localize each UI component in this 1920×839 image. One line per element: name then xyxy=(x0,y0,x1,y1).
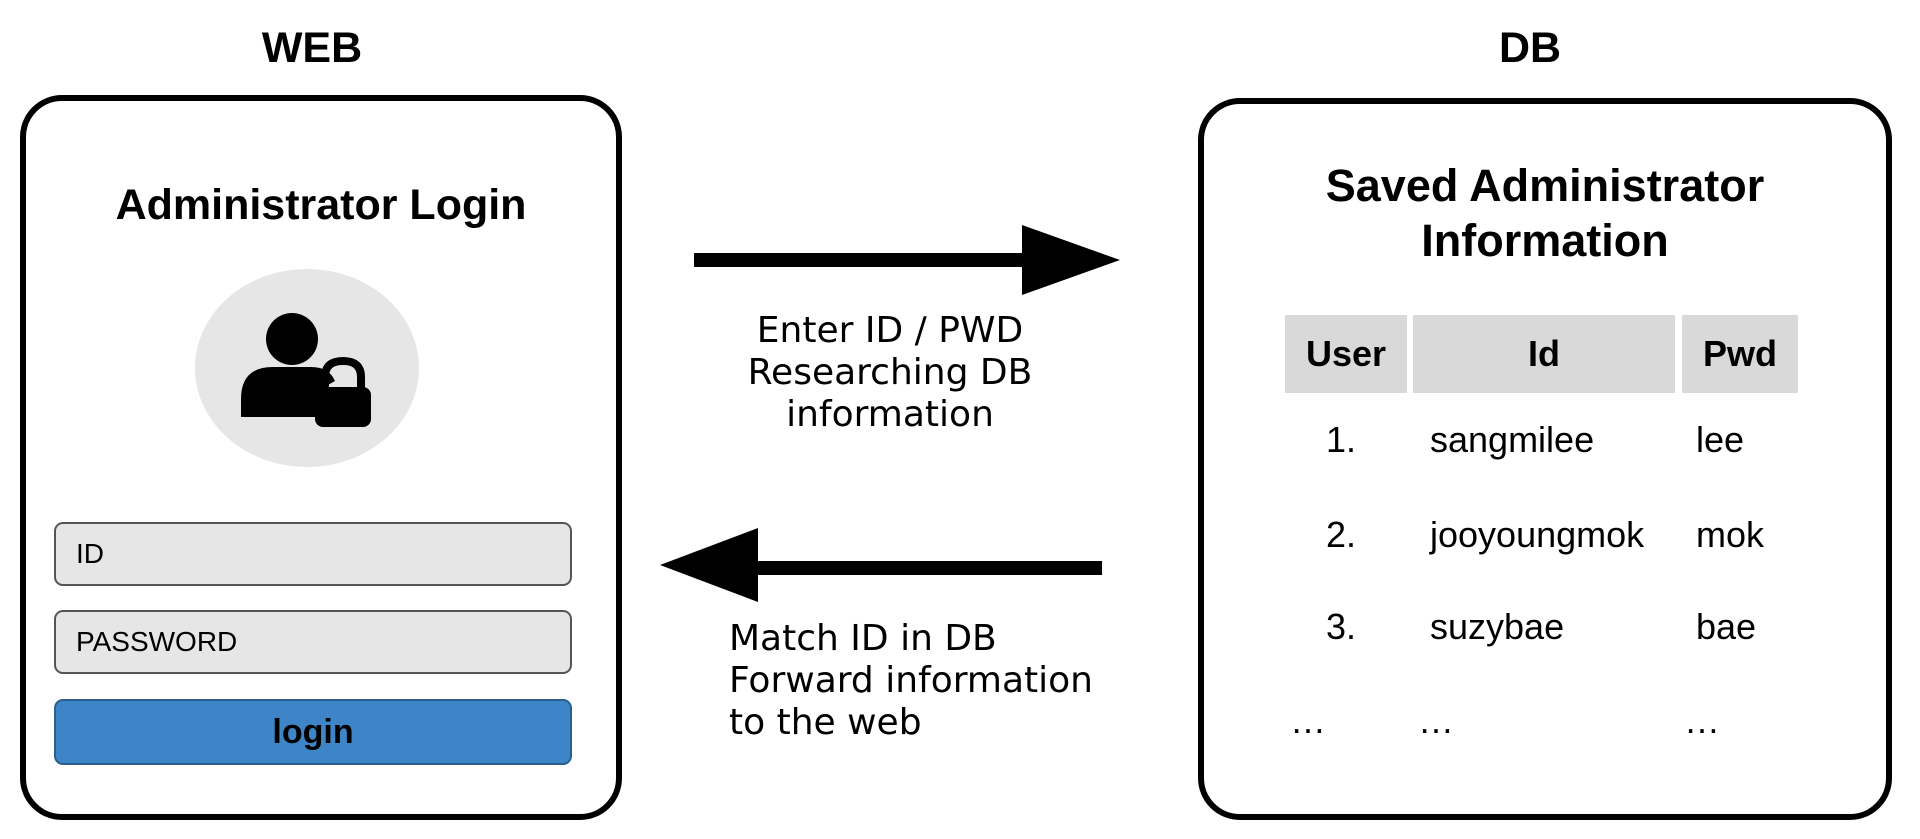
back-arrow-label: Match ID in DB Forward information to th… xyxy=(729,618,1109,744)
forward-label-line1: Enter ID / PWD xyxy=(756,310,1024,351)
db-heading-line2: Information xyxy=(1421,215,1669,266)
login-title: Administrator Login xyxy=(115,181,527,229)
avatar xyxy=(195,269,419,467)
back-label-line3: to the web xyxy=(729,702,922,743)
forward-arrow-label: Enter ID / PWD Researching DB informatio… xyxy=(700,310,1080,436)
forward-arrow xyxy=(694,225,1120,295)
db-heading-line1: Saved Administrator xyxy=(1325,160,1765,211)
column-header-pwd: Pwd xyxy=(1682,315,1798,393)
column-header-user: User xyxy=(1285,315,1407,393)
back-label-line2: Forward information xyxy=(729,660,1093,701)
table-cell-user: … xyxy=(1290,700,1326,741)
web-section-title: WEB xyxy=(261,24,363,72)
table-cell-user: 3. xyxy=(1326,606,1357,647)
password-field[interactable]: PASSWORD xyxy=(54,610,572,674)
id-field[interactable]: ID xyxy=(54,522,572,586)
back-label-line1: Match ID in DB xyxy=(729,618,997,659)
table-cell-user: 2. xyxy=(1326,514,1357,555)
back-arrow xyxy=(660,528,1102,602)
login-button[interactable]: login xyxy=(54,699,572,765)
forward-label-line2: Researching DB xyxy=(747,352,1033,393)
web-login-panel: Administrator Login ID PASSWORD login xyxy=(20,95,622,820)
table-cell-pwd: lee xyxy=(1696,419,1745,460)
table-cell-pwd: bae xyxy=(1696,606,1757,647)
table-cell-pwd: … xyxy=(1684,700,1720,741)
db-panel: Saved Administrator Information User Id … xyxy=(1198,98,1892,820)
table-cell-pwd: mok xyxy=(1696,514,1765,555)
forward-label-line3: information xyxy=(786,394,994,435)
table-cell-id: sangmilee xyxy=(1430,419,1595,460)
db-section-title: DB xyxy=(1498,24,1562,72)
column-header-id: Id xyxy=(1413,315,1675,393)
table-cell-id: suzybae xyxy=(1430,606,1565,647)
table-cell-id: jooyoungmok xyxy=(1430,514,1645,555)
db-heading: Saved Administrator Information xyxy=(1204,158,1886,268)
table-cell-id: … xyxy=(1418,700,1454,741)
user-lock-icon xyxy=(241,313,371,427)
table-cell-user: 1. xyxy=(1326,419,1357,460)
